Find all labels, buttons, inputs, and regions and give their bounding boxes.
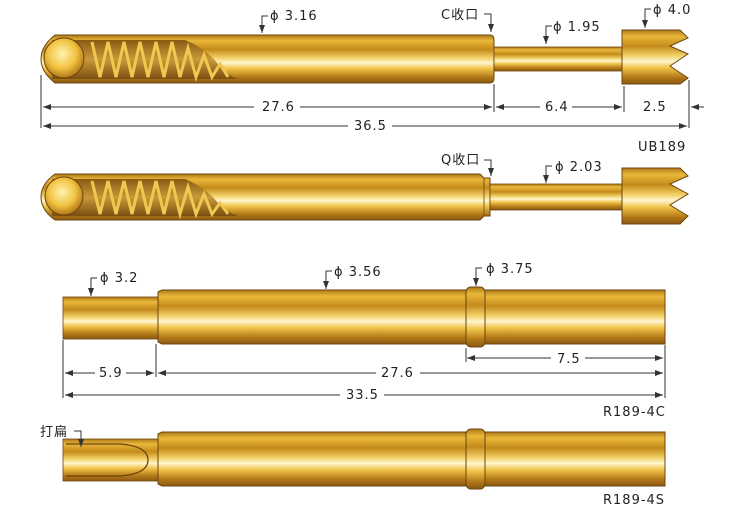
total-length-dim: 36.5 — [354, 119, 387, 134]
ring-to-end-dim: 7.5 — [557, 352, 581, 367]
total-length-dim-r189: 33.5 — [346, 388, 379, 403]
receptacle-r189-4s — [62, 428, 666, 490]
probe-q-crimp-annotations: Q收口 ϕ 2.03 — [441, 153, 603, 183]
tail-diameter-label: ϕ 3.2 — [100, 271, 138, 286]
probe-q-crimp — [40, 167, 689, 225]
ring-diameter-label: ϕ 3.75 — [486, 262, 534, 277]
plunger-diameter-label: ϕ 1.95 — [553, 20, 601, 35]
tail-length-dim: 5.9 — [99, 366, 123, 381]
plunger-length-dim: 6.4 — [545, 100, 569, 115]
receptacle-r189-4c-annotations: ϕ 3.2 ϕ 3.56 ϕ 3.75 7.5 5.9 27.6 33.5 R1… — [62, 262, 666, 420]
body-length-dim: 27.6 — [381, 366, 414, 381]
probe-ub189-annotations: ϕ 3.16 C收口 ϕ 1.95 ϕ 4.0 27.6 6.4 2.5 36.… — [40, 3, 704, 155]
barrel-diameter-label: ϕ 3.16 — [270, 9, 318, 24]
body-diameter-label: ϕ 3.56 — [334, 265, 382, 280]
crimp-label: C收口 — [441, 8, 479, 23]
model-ub189: UB189 — [638, 140, 686, 155]
barrel-length-dim: 27.6 — [262, 100, 295, 115]
q-crimp-label: Q收口 — [441, 153, 480, 168]
probe-ub189 — [40, 29, 690, 85]
tip-diameter-label: ϕ 4.0 — [653, 3, 691, 18]
receptacle-r189-4c — [62, 286, 666, 348]
model-r189-4s: R189-4S — [603, 493, 665, 508]
flat-label: 打扁 — [40, 425, 68, 440]
tip-length-dim: 2.5 — [643, 100, 667, 115]
receptacle-r189-4s-annotations: 打扁 R189-4S — [40, 425, 665, 508]
q-plunger-diameter-label: ϕ 2.03 — [555, 160, 603, 175]
model-r189-4c: R189-4C — [603, 405, 666, 420]
